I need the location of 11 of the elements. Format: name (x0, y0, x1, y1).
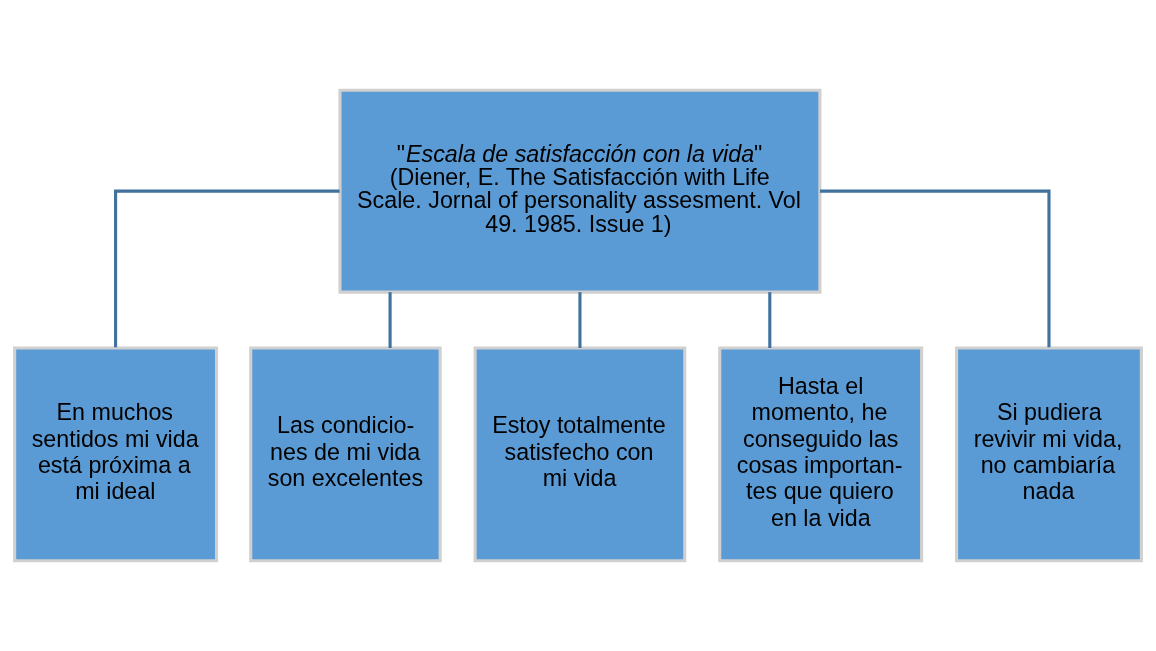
node-box: En muchos sentidos mi vida está próxima a mi ideal (13, 346, 219, 563)
node-box: Estoy totalmente satisfecho con mi vida (473, 346, 687, 563)
node-box: Las condicio- nes de mi vida son excelentes (249, 346, 442, 563)
node-box: "Escala de satisfacción con la vida" (Diener, E. The Satisfacción with Life Scale. Jornal of personality assesment. Vol 49. 1985. Issue 1) (338, 88, 822, 294)
connector (578, 292, 582, 348)
connector (819, 189, 1051, 348)
node-box: Si pudiera revivir mi vida, no cambiaría nada (955, 346, 1143, 563)
connector (768, 292, 772, 348)
connector (388, 292, 392, 348)
connector (114, 189, 340, 348)
node-box: Hasta el momento, he conseguido las cosas importan- tes que quiero en la vida (718, 346, 924, 563)
